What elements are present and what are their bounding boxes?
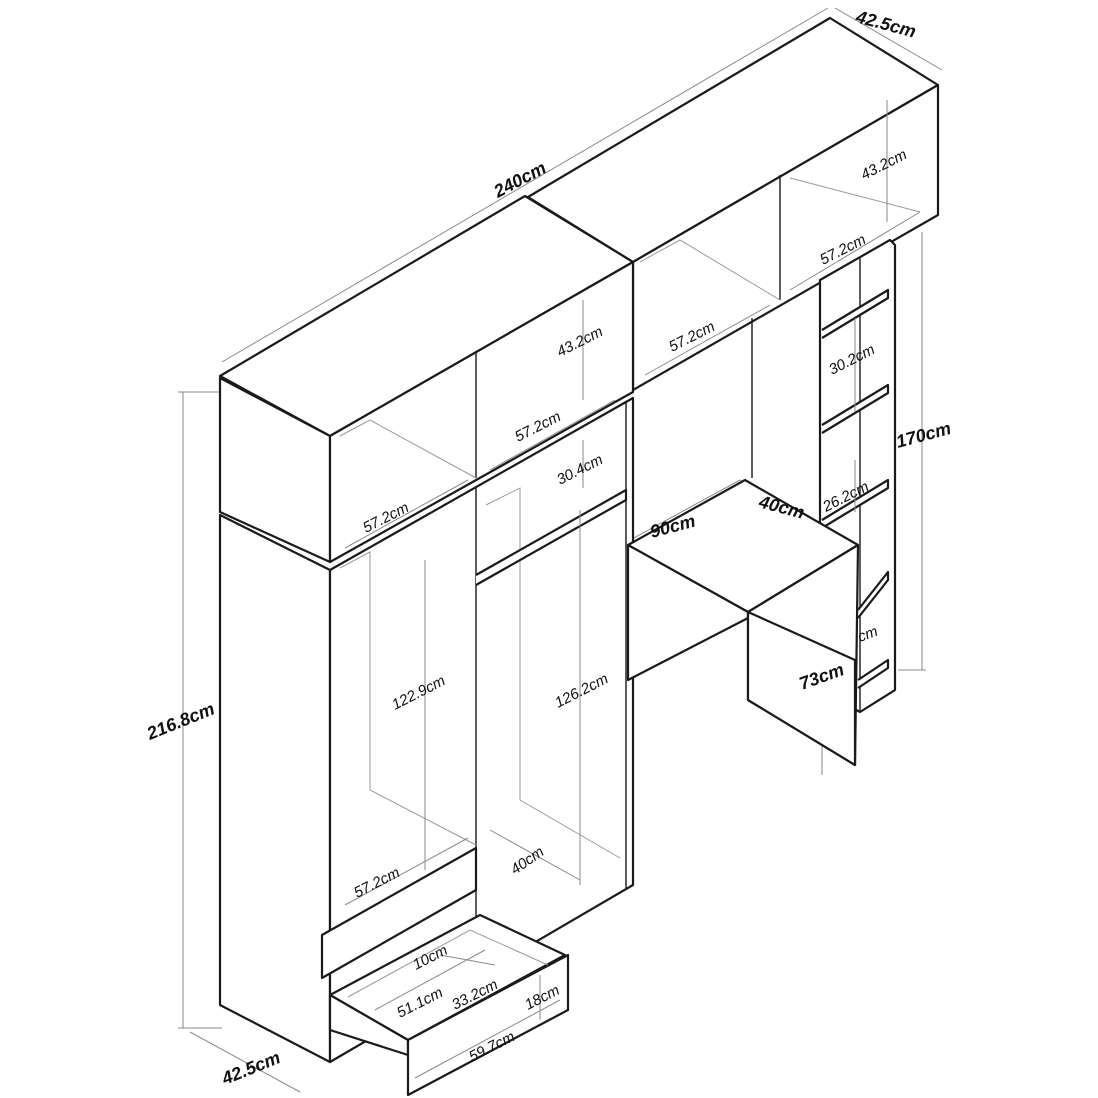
overall-height-label: 216.8cm: [143, 699, 217, 745]
open-drawer: [328, 913, 570, 1097]
desk: [626, 318, 860, 767]
wardrobe-body: [218, 396, 635, 1064]
top-box-left: [218, 194, 635, 564]
shelf-3-partial-label: cm: [856, 623, 881, 646]
bottom-depth-label: 42.5cm: [218, 1047, 283, 1089]
shelf-unit-height-label: 170cm: [894, 418, 953, 452]
top-depth-label: 42.5cm: [853, 6, 918, 41]
